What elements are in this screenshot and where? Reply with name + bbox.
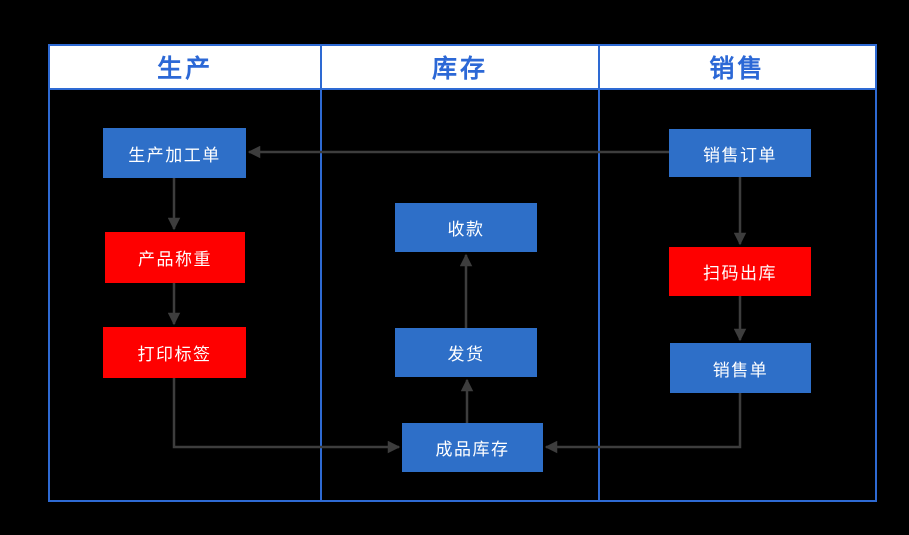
node-production-order: 生产加工单 — [103, 128, 246, 178]
node-product-weighing: 产品称重 — [105, 232, 245, 283]
lane-production — [50, 90, 323, 500]
lane-header-inventory: 库存 — [322, 46, 600, 88]
node-receive-payment: 收款 — [395, 203, 537, 252]
lane-header-row: 生产 库存 销售 — [50, 46, 875, 90]
node-sales-invoice: 销售单 — [670, 343, 811, 393]
lane-header-sales: 销售 — [709, 55, 766, 83]
swimlane-frame: 生产 库存 销售 — [48, 44, 877, 502]
node-scan-outbound: 扫码出库 — [669, 247, 811, 296]
lane-body-row — [50, 90, 875, 500]
lane-header-production: 生产 — [50, 46, 323, 88]
node-print-label: 打印标签 — [103, 327, 246, 378]
lane-inventory — [322, 90, 600, 500]
node-shipping: 发货 — [395, 328, 537, 377]
node-sales-order: 销售订单 — [669, 129, 811, 177]
node-finished-goods-inventory: 成品库存 — [402, 423, 543, 472]
